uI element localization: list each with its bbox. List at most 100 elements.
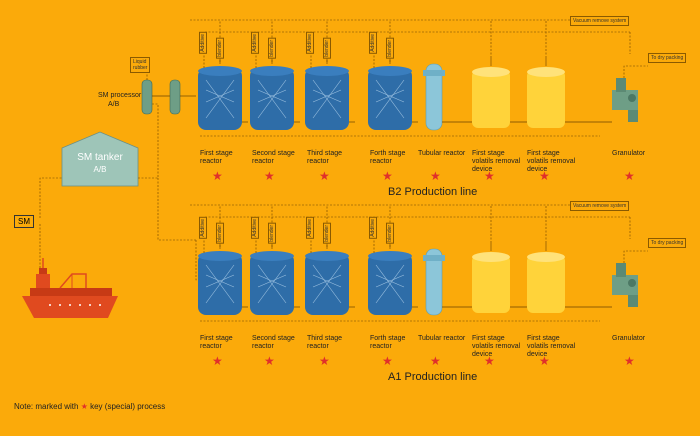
tubular-flange [423,255,445,261]
ship-porthole [99,304,101,306]
b2-production-line-title: B2 Production line [388,186,478,198]
ship-bridge-top [39,268,47,274]
footnote-suffix: key (special) process [90,402,166,411]
devol-top [472,67,510,77]
reactor-dome [368,66,412,76]
devol-top [527,252,565,262]
tubular-flange [423,70,445,76]
b2-dry-packing-label: To dry packing [648,53,687,63]
reactor-coil [312,274,342,288]
a1-additive-label-3: Additive [369,217,377,239]
sm-processor-sub: A/B [108,101,120,108]
a1-blender-label-0: blender [216,223,224,244]
sm-processor-icon [141,79,181,115]
key-process-star: ★ [539,169,550,183]
a1-dry-packing-label: To dry packing [648,238,687,248]
key-process-star: ★ [212,354,223,368]
devol-top [472,252,510,262]
ship-deck [30,288,112,296]
reactor-coil [205,274,235,288]
granulator-wheel [628,94,636,102]
footnote: Note: marked with ★ key (special) proces… [14,402,165,411]
key-process-star: ★ [430,354,441,368]
a1-production-line-title: A1 Production line [388,371,478,383]
reactor-coil [375,264,405,304]
key-process-star: ★ [624,354,635,368]
a1-reactor-1 [198,205,248,315]
b2-blender-label-2: blender [323,38,331,59]
reactor-dome [250,251,294,261]
devol-body [472,255,510,313]
key-process-star: ★ [319,354,330,368]
reactor-dome [198,251,242,261]
b2-reactor-2 [250,20,300,130]
key-process-star: ★ [484,169,495,183]
a1-feed-connector [195,240,198,281]
b2-reactor-4 [368,20,418,130]
stage-label-b2-0: First stage reactor [200,150,233,165]
key-process-star: ★ [382,354,393,368]
key-process-star: ★ [382,169,393,183]
stage-label-a1-0: First stage reactor [200,335,233,350]
b2-tubular-reactor [423,63,445,131]
a1-vacuum-label: Vacuum remove system [570,201,630,211]
ship-porthole [49,304,51,306]
a1-devolatilizer-2 [527,205,565,313]
reactor-coil [312,79,342,119]
key-process-star: ★ [264,169,275,183]
stage-label-a1-2: Third stage reactor [307,335,343,350]
reactor-dome [198,66,242,76]
ship-porthole [79,304,81,306]
sm-tanker-icon [61,131,139,187]
tanker-body [61,131,139,187]
b2-granulator-icon [612,65,648,122]
stage-label-b2-1: Second stage reactor [252,150,295,165]
reactor-coil [257,89,287,103]
reactor-dome [305,251,349,261]
a1-additive-label-1: Additive [251,217,259,239]
stage-label-b2-6: First stage volatils removal device [527,150,576,173]
b2-reactor-1 [198,20,248,130]
stage-label-a1-6: First stage volatils removal device [527,335,576,358]
stage-label-b2-7: Granulator [612,150,646,157]
tanker-to-a1-line [157,178,196,241]
b2-devolatilizer-2 [527,20,565,128]
b2-reactor-3 [305,20,355,130]
granulator-wheel [628,279,636,287]
b2-additive-label-3: Additive [369,32,377,54]
reactor-coil [205,264,235,304]
reactor-coil [375,89,405,103]
granulator-to-packing [623,65,648,78]
devol-top [527,67,565,77]
reactor-coil [257,79,287,119]
sm-label: SM [14,215,34,228]
reactor-coil [205,89,235,103]
stage-label-a1-4: Tubular reactor [418,335,466,342]
stage-label-a1-7: Granulator [612,335,646,342]
b2-blender-label-0: blender [216,38,224,59]
b2-blender-label-3: blender [386,38,394,59]
a1-blender-label-1: blender [268,223,276,244]
liquid-rubber-label: Liquid rubber [130,57,151,73]
footnote-prefix: Note: marked with [14,402,79,411]
ship-porthole [69,304,71,306]
reactor-coil [312,264,342,304]
b2-additive-label-0: Additive [199,32,207,54]
stage-label-b2-3: Forth stage reactor [370,150,406,165]
ship-porthole [59,304,61,306]
stage-label-a1-5: First stage volatils removal device [472,335,521,358]
reactor-coil [375,274,405,288]
granulator-hopper [616,78,626,92]
granulator-base [628,110,638,122]
ship-hull [22,296,118,318]
sm-tanker-sub: A/B [93,165,107,174]
footnote-star-icon: ★ [80,402,88,411]
a1-blender-label-3: blender [386,223,394,244]
tubular-body [425,63,443,131]
a1-tubular-reactor [423,248,445,316]
reactor-coil [205,79,235,119]
devol-body [527,70,565,128]
sm-to-tanker-line [39,177,62,218]
